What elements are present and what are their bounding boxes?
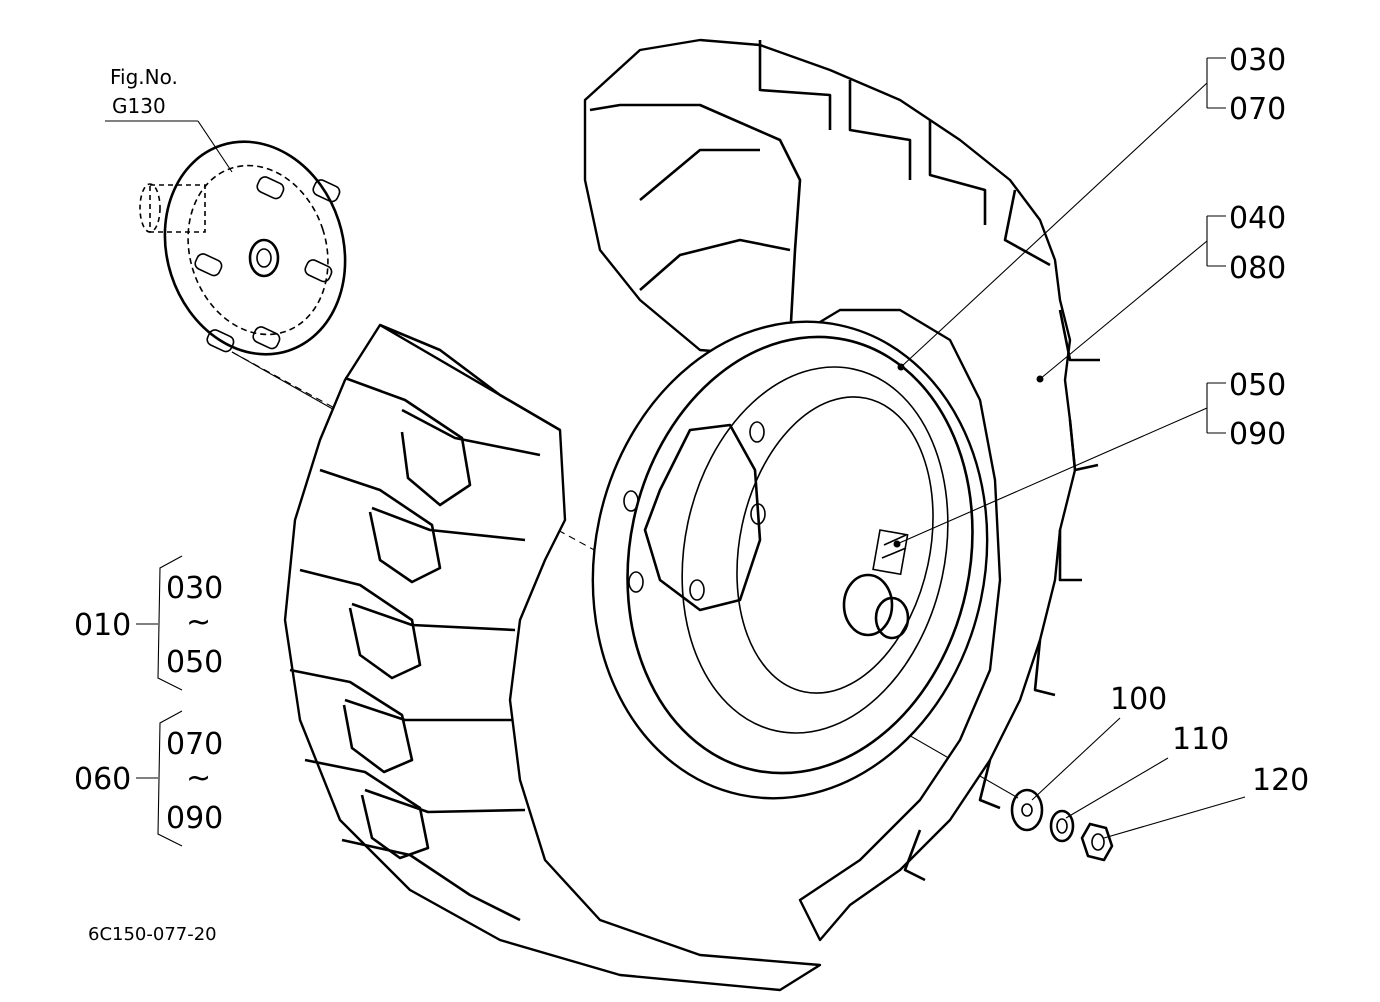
washer-100	[1010, 788, 1044, 832]
tire-section	[583, 38, 1100, 942]
lock-washer-110	[1049, 809, 1075, 843]
assembly-range-tilde: ~	[186, 605, 211, 640]
assembly-id: 010	[74, 608, 131, 643]
assembly-id: 060	[74, 762, 131, 797]
drawing-code: 6C150-077-20	[88, 924, 217, 945]
callout-070: 070	[1229, 92, 1286, 127]
tire-tread	[283, 323, 822, 992]
leader-lines	[105, 57, 1246, 847]
callout-050: 050	[1229, 368, 1286, 403]
hub-studs	[194, 176, 341, 353]
callout-120: 120	[1252, 763, 1309, 798]
callout-080: 080	[1229, 251, 1286, 286]
fig-no-value: G130	[112, 94, 166, 118]
assembly-range-from: 070	[166, 727, 223, 762]
nut-120	[1080, 822, 1114, 862]
assembly-060: 060 070 ~ 090	[74, 727, 223, 836]
figure-reference: Fig.No. G130	[110, 65, 178, 118]
assembly-range-from: 030	[166, 571, 223, 606]
callout-040: 040	[1229, 201, 1286, 236]
wheel-rim	[591, 320, 1044, 800]
rim-bolt-holes	[623, 421, 766, 601]
callout-090: 090	[1229, 417, 1286, 452]
hub-flange	[139, 140, 347, 356]
fig-no-label: Fig.No.	[110, 65, 178, 89]
callout-030: 030	[1229, 43, 1286, 78]
callout-110: 110	[1172, 722, 1229, 757]
assembly-range-to: 050	[166, 645, 223, 680]
valve-stem	[842, 529, 910, 640]
assembly-range-to: 090	[166, 801, 223, 836]
assembly-010: 010 030 ~ 050	[74, 571, 223, 680]
callout-100: 100	[1110, 682, 1167, 717]
assembly-range-tilde: ~	[186, 761, 211, 796]
